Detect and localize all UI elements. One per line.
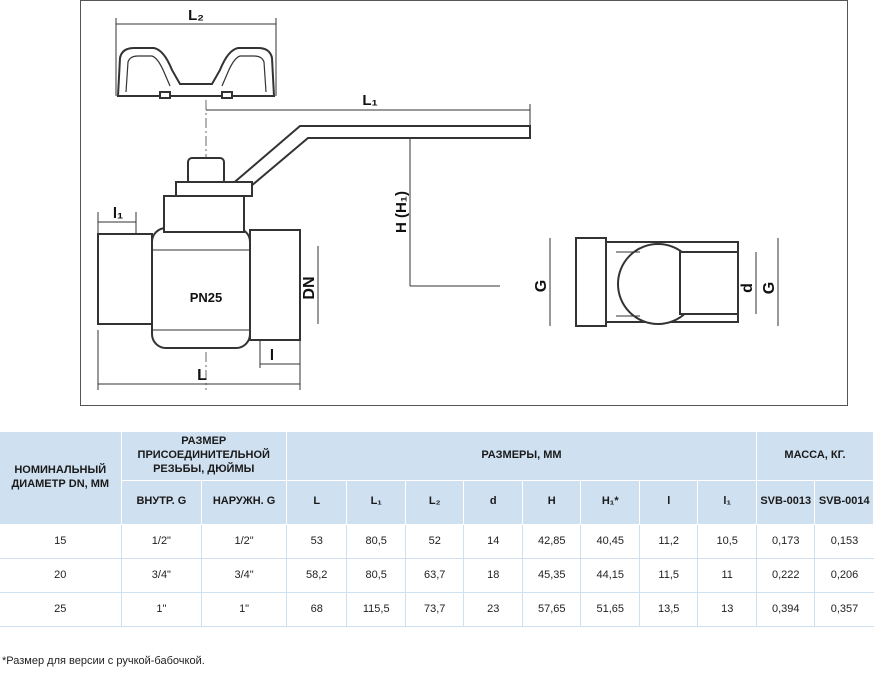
table-cell: 23 xyxy=(463,592,523,627)
footnote: *Размер для версии с ручкой-бабочкой. xyxy=(2,655,205,667)
valve-technical-drawing: L₂ L₁ H (H₁) l₁ PN25 DN l L xyxy=(80,0,848,406)
table-row: 25 1" 1" 68 115,5 73,7 23 57,65 51,65 13… xyxy=(0,592,874,627)
table-cell: 80,5 xyxy=(346,524,406,559)
header-H1: H₁* xyxy=(580,480,640,525)
table-cell: 0,357 xyxy=(814,592,874,627)
table-cell: 52 xyxy=(405,524,465,559)
table-cell: 68 xyxy=(286,592,348,627)
table-cell: 1/2" xyxy=(201,524,287,559)
table-cell: 18 xyxy=(463,558,523,593)
header-l1: l₁ xyxy=(697,480,757,525)
table-cell: 45,35 xyxy=(522,558,582,593)
header-dimensions: РАЗМЕРЫ, ММ xyxy=(286,432,757,481)
header-d: d xyxy=(463,480,523,525)
table-cell: 1" xyxy=(201,592,287,627)
dim-L1-label: L₁ xyxy=(362,92,377,109)
table-cell: 0,394 xyxy=(756,592,816,627)
dim-DN-label: DN xyxy=(301,276,318,299)
header-outer-thread: НАРУЖН. G xyxy=(201,480,287,525)
table-cell: 10,5 xyxy=(697,524,757,559)
table-cell: 3/4" xyxy=(121,558,203,593)
header-svb-0013: SVB-0013 xyxy=(756,480,816,525)
header-thread-size: РАЗМЕР ПРИСОЕДИНИТЕЛЬНОЙ РЕЗЬБЫ, ДЮЙМЫ xyxy=(121,432,287,481)
table-cell: 20 xyxy=(0,558,122,593)
table-cell: 115,5 xyxy=(346,592,406,627)
dim-L2-label: L₂ xyxy=(188,7,204,24)
table-cell: 51,65 xyxy=(580,592,640,627)
header-inner-thread: ВНУТР. G xyxy=(121,480,203,525)
table-cell: 58,2 xyxy=(286,558,348,593)
header-l: l xyxy=(639,480,699,525)
table-cell: 42,85 xyxy=(522,524,582,559)
header-nominal-diameter: НОМИНАЛЬНЫЙ ДИАМЕТР DN, ММ xyxy=(0,432,122,525)
valve-body xyxy=(97,195,301,349)
table-cell: 11,5 xyxy=(639,558,699,593)
table-cell: 0,222 xyxy=(756,558,816,593)
dim-l-label: l xyxy=(270,347,274,364)
table-cell: 14 xyxy=(463,524,523,559)
dim-G-left-label: G xyxy=(533,280,550,292)
table-row: 20 3/4" 3/4" 58,2 80,5 63,7 18 45,35 44,… xyxy=(0,558,874,593)
table-cell: 25 xyxy=(0,592,122,627)
dim-G-right-label: G xyxy=(761,282,778,294)
table-cell: 57,65 xyxy=(522,592,582,627)
table-cell: 0,206 xyxy=(814,558,874,593)
table-cell: 73,7 xyxy=(405,592,465,627)
dim-d-label: d xyxy=(739,283,756,293)
table-cell: 80,5 xyxy=(346,558,406,593)
spec-table: НОМИНАЛЬНЫЙ ДИАМЕТР DN, ММ РАЗМЕР ПРИСОЕ… xyxy=(0,432,874,627)
table-cell: 53 xyxy=(286,524,348,559)
table-cell: 40,45 xyxy=(580,524,640,559)
header-L: L xyxy=(286,480,348,525)
butterfly-handle-view xyxy=(116,47,276,99)
table-cell: 1/2" xyxy=(121,524,203,559)
table-cell: 44,15 xyxy=(580,558,640,593)
table-cell: 0,153 xyxy=(814,524,874,559)
table-cell: 3/4" xyxy=(201,558,287,593)
header-L1: L₁ xyxy=(346,480,406,525)
pn-marking: PN25 xyxy=(190,290,223,305)
table-cell: 11 xyxy=(697,558,757,593)
table-cell: 11,2 xyxy=(639,524,699,559)
dim-H-label: H (H₁) xyxy=(393,191,410,233)
valve-section-view xyxy=(575,237,739,327)
lever-handle xyxy=(175,125,531,197)
dim-l1-label: l₁ xyxy=(113,205,123,222)
header-svb-0014: SVB-0014 xyxy=(814,480,874,525)
table-cell: 13,5 xyxy=(639,592,699,627)
table-cell: 0,173 xyxy=(756,524,816,559)
header-H: H xyxy=(522,480,582,525)
table-cell: 63,7 xyxy=(405,558,465,593)
table-cell: 15 xyxy=(0,524,122,559)
dim-L-label: L xyxy=(197,367,207,384)
table-cell: 13 xyxy=(697,592,757,627)
header-L2: L₂ xyxy=(405,480,465,525)
table-cell: 1" xyxy=(121,592,203,627)
header-mass: МАССА, КГ. xyxy=(756,432,874,481)
table-row: 15 1/2" 1/2" 53 80,5 52 14 42,85 40,45 1… xyxy=(0,524,874,559)
